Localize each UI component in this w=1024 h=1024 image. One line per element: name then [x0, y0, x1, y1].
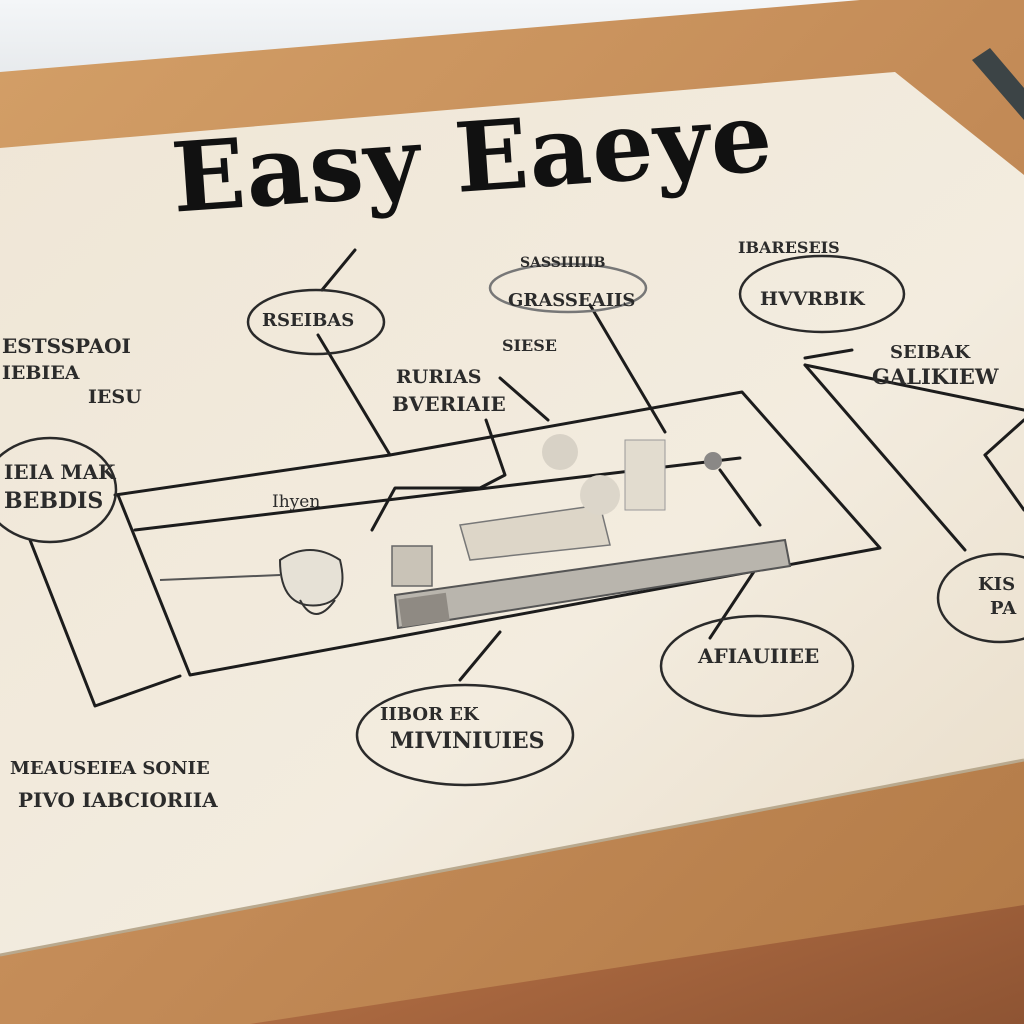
left-top-label-1: ESTSSPAOI: [2, 334, 131, 358]
right-bubble: [738, 254, 906, 334]
left-top-label-2: IEBIEA: [2, 362, 80, 384]
right-top-text: IBARESEIS: [738, 238, 840, 257]
center-label-2: BVERIAIE: [392, 392, 506, 416]
left-bubble: [0, 436, 118, 544]
bottom-left-text-1: MEAUSEIEA SONIE: [10, 758, 210, 779]
inner-small-label: Ihyen: [272, 492, 321, 512]
left-bubble-text-1: IEIA MAK: [4, 460, 116, 484]
left-top-label-3: IESU: [88, 386, 142, 408]
right-edge-bubble: [936, 552, 1024, 644]
right-bubble-text: HVVRBIK: [760, 288, 865, 310]
device-sketch: [159, 434, 792, 630]
left-bubble-text-2: BEBDIS: [4, 488, 104, 514]
top-bubble: [246, 288, 386, 356]
diagram-lines: [28, 248, 1024, 708]
right-edge-bubble-text-2: PA: [990, 598, 1017, 619]
bulb-icon: [278, 549, 344, 607]
right-label-2: GALIKIEW: [872, 364, 999, 389]
bottom-right-bubble: [659, 614, 855, 718]
right-edge-bubble-text-1: KIS: [978, 574, 1016, 595]
center-note-text: SIESE: [502, 336, 557, 355]
bottom-left-text-2: PIVO IABCIORIIA: [18, 788, 218, 812]
bottom-center-bubble-text-2: MIVINIUIES: [390, 728, 545, 754]
bottom-center-bubble-text-1: IIBOR EK: [380, 704, 479, 725]
right-label-1: SEIBAK: [890, 342, 970, 363]
paper-sheet: [0, 72, 1024, 955]
top-bubble-text: RSEIBAS: [262, 310, 355, 331]
center-label-1: RURIAS: [396, 366, 482, 388]
bottom-right-bubble-text: AFIAUIIEE: [698, 644, 820, 668]
bottom-center-bubble: [355, 683, 575, 787]
pencil-icon: [972, 48, 1024, 120]
center-top-text-2: GRASSEAIIS: [508, 290, 636, 311]
center-top-text-1: SASSIIIIIB: [520, 255, 606, 271]
center-top-bubble: [488, 262, 648, 314]
